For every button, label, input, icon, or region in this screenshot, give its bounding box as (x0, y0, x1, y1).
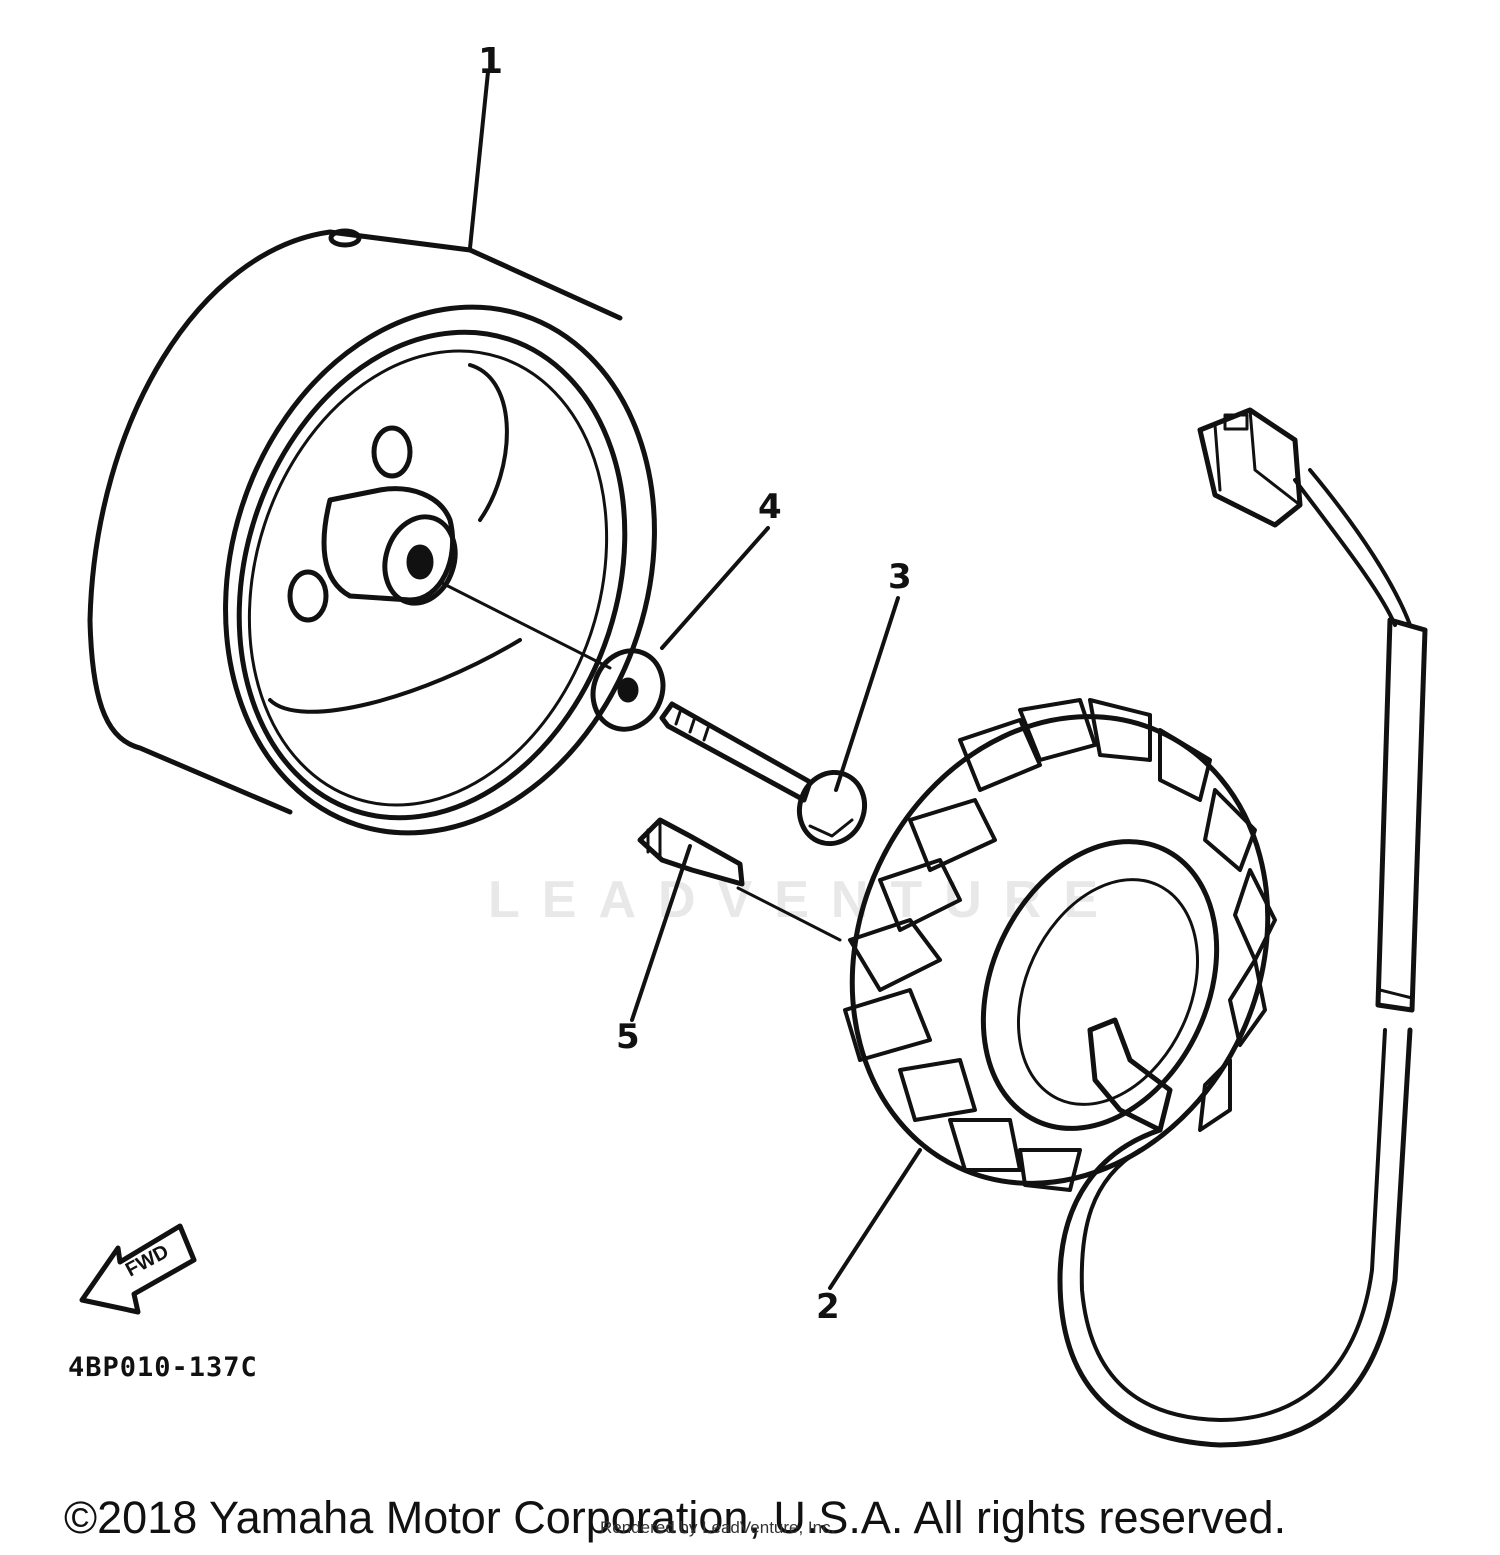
stator-center-inner (1017, 878, 1199, 1106)
rotor-boss-hole-lower (287, 569, 329, 623)
callout-1: 1 (478, 41, 504, 82)
harness-loop (1057, 1027, 1413, 1448)
rotor-flywheel-part-1 (87, 228, 657, 836)
stator-clamp (1087, 1017, 1173, 1133)
stator-center (980, 839, 1220, 1131)
screw-part-5 (637, 817, 745, 887)
stator-part-2 (843, 698, 1277, 1192)
rendered-by-note: Rendered by LeadVenture, Inc. (600, 1518, 836, 1537)
rotor-boss-hole-upper (371, 425, 413, 479)
leader-lines (438, 70, 922, 1290)
leader-line-1 (468, 70, 490, 250)
rotor-rim-outer (223, 304, 657, 836)
washer-part-4 (590, 648, 666, 732)
rotor-inner-wall (468, 363, 509, 522)
leader-line-5 (630, 844, 692, 1022)
callout-3: 3 (888, 557, 912, 597)
rotor-rim-inner2 (247, 349, 609, 807)
axis-line-rotor (438, 580, 612, 670)
harness-loop-inner (1079, 1028, 1387, 1422)
rotor-hub-face (382, 514, 458, 606)
callout-4: 4 (758, 487, 782, 527)
axis-line-stator (736, 886, 842, 942)
diagram-watermark: LEADVENTURE (488, 871, 1121, 929)
callout-5: 5 (616, 1017, 640, 1057)
rotor-top-hole (328, 228, 362, 248)
wiring-harness (1057, 407, 1428, 1448)
rotor-top-edge (467, 247, 623, 321)
stator-poles (843, 698, 1277, 1192)
harness-tube (1375, 617, 1428, 1013)
fwd-arrow (79, 1223, 197, 1315)
bolt-part-3 (659, 701, 867, 847)
rotor-inner-floor (268, 638, 522, 714)
callout-2: 2 (816, 1287, 840, 1327)
rotor-outer-shell (87, 229, 473, 815)
leader-line-2 (828, 1148, 922, 1290)
leader-line-3 (834, 596, 900, 792)
part-code: 4BP010-137C (68, 1352, 258, 1383)
rotor-hub-bore (406, 544, 434, 580)
harness-wires (1293, 468, 1412, 627)
rotor-hub (321, 486, 456, 603)
copyright-notice: ©2018 Yamaha Motor Corporation, U.S.A. A… (64, 1492, 1287, 1543)
leader-line-4 (660, 526, 770, 650)
rotor-rim-inner (236, 329, 628, 821)
